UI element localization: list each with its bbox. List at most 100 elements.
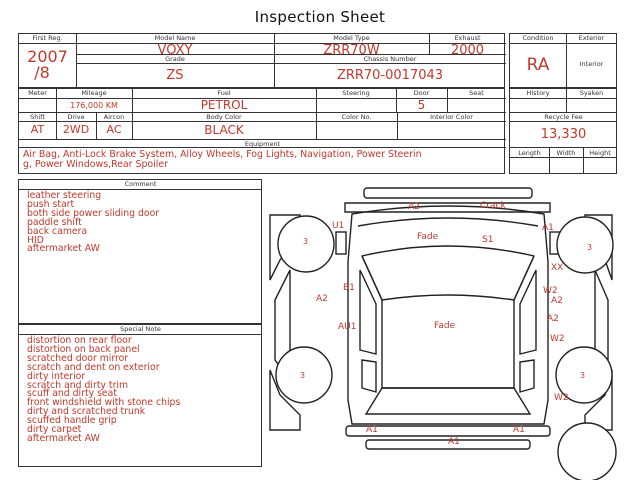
mark-a1-right: A1 [542,223,554,233]
steering-label: Steering [342,89,370,97]
mark-crack: Crack [480,201,506,211]
comment-list: leather steering push start both side po… [27,190,259,255]
equipment-label: Equipment [244,140,281,148]
wheel-rear-right [555,346,613,404]
mark-a1-br: A1 [513,425,525,435]
mark-xx: XX [551,263,563,273]
list-item: aftermarket AW [27,243,100,255]
seat-label: Seat [469,89,484,97]
special-note-box: Special Note distortion on rear floor di… [18,324,262,467]
mark-b1: B1 [343,283,355,293]
model-name-label: Model Name [154,34,196,42]
mark-a1-bottom: A1 [448,437,460,447]
drive-label: Drive [67,113,85,121]
history-table: History Syaken Recycle Fee 13,330 Length… [509,88,617,174]
grade: ZS [166,68,184,83]
list-item: distortion on rear floor [27,335,132,346]
shift-label: Shift [30,113,45,121]
color-no-label: Color No. [341,113,372,121]
mark-a2-top: A2 [408,202,420,212]
recycle-fee: 13,330 [540,127,587,142]
first-reg-month: /8 [34,63,50,82]
mark-a2-right2: A2 [547,314,559,324]
wheel-rear-left [275,346,333,404]
mark-w2-right2: W2 [550,334,565,344]
comment-box: Comment leather steering push start both… [18,179,262,324]
wheel-rl-label: 3 [300,371,305,380]
list-item: dirty and scratched trunk [27,406,146,418]
special-note-label: Special Note [120,325,161,333]
mark-w2-right: W2 [543,286,558,296]
first-reg-year: 2007 [27,47,68,66]
vehicle-details-table: Meter Mileage 176,000 KM Fuel PETROL Ste… [18,88,506,174]
list-item: back camera [27,225,88,237]
first-reg-label: First Reg. [32,34,63,42]
wheels [275,215,617,480]
list-item: paddle shift [27,216,82,228]
equipment-line-2: g, Power Windows,Rear Spoiler [23,159,168,170]
door: 5 [417,98,426,112]
fuel: PETROL [200,98,248,112]
list-item: distortion on back panel [27,343,140,355]
height-label: Height [589,149,611,157]
syaken-label: Syaken [579,89,604,97]
interior-color-label: Interior Color [430,113,473,121]
mileage-label: Mileage [81,89,107,97]
list-item: both side power sliding door [27,207,160,219]
list-item: push start [27,198,75,210]
car-outline [269,187,613,450]
mark-a2-right: A2 [551,296,563,306]
width-label: Width [556,149,576,157]
mark-w2-right3: W2 [554,393,569,403]
mileage: 176,000 KM [70,101,118,110]
door-label: Door [413,89,430,97]
mark-au1: AU1 [338,322,356,332]
mark-a1-bl: A1 [366,425,378,435]
body-color-label: Body Color [206,113,242,121]
vehicle-info-table: First Reg. 2007 /8 Model Name VOXY Model… [18,33,506,88]
wheel-front-left [277,215,335,273]
page-title: Inspection Sheet [254,8,386,26]
wheel-fr-label: 3 [587,243,592,252]
length-label: Length [518,149,541,157]
model-type-label: Model Type [333,34,370,42]
condition-table: Condition Exterior Interior RA [509,33,617,88]
fuel-label: Fuel [217,89,231,97]
mark-fade-mid: Fade [434,321,456,331]
spare-tire [557,422,617,480]
list-item: leather steering [27,190,102,201]
mark-fade-top: Fade [417,232,439,242]
condition-label: Condition [522,34,554,42]
list-item: scuffed handle grip [27,415,117,427]
exterior-label: Exterior [578,34,605,42]
model-name: VOXY [157,43,193,58]
list-item: scratched door mirror [27,352,129,364]
damage-marks: A2 Crack U1 Fade S1 A1 3 3 XX B1 A2 W2 A… [300,201,592,447]
history-label: History [526,89,550,97]
mark-a2-left: A2 [316,294,328,304]
equipment-line-1: Air Bag, Anti-Lock Brake System, Alloy W… [23,149,422,160]
list-item: scratch and dent on exterior [27,361,160,373]
mark-u1: U1 [332,221,344,231]
wheel-fl-label: 3 [303,237,308,246]
list-item: dirty interior [27,370,86,382]
aircon-label: Aircon [103,113,125,121]
body-color: BLACK [204,123,244,137]
meter-label: Meter [28,89,47,97]
drive: 2WD [62,123,90,136]
shift: AT [30,123,45,136]
special-note-list: distortion on rear floor distortion on b… [27,335,259,444]
chassis-number: ZRR70-0017043 [336,68,444,83]
list-item: aftermarket AW [27,432,100,444]
exhaust-label: Exhaust [454,34,481,42]
aircon: AC [106,123,122,136]
list-item: HID [27,234,44,246]
comment-label: Comment [124,180,157,188]
chassis-label: Chassis Number [363,55,417,63]
wheel-front-right [556,216,614,274]
list-item: scratch and dirty trim [27,379,129,391]
list-item: front windshield with stone chips [27,397,181,409]
condition-grade: RA [526,55,550,75]
list-item: dirty carpet [27,424,82,436]
